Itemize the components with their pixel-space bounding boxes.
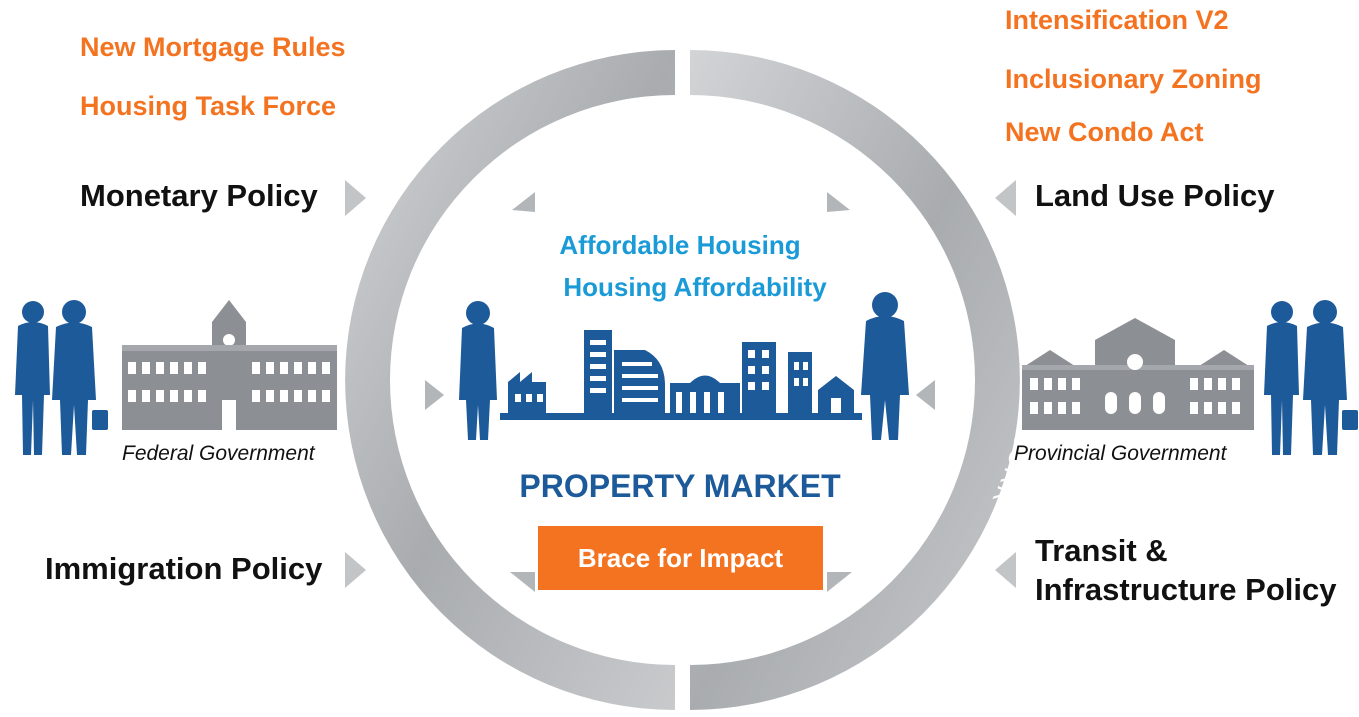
provincial-government-label: Provincial Government	[1014, 442, 1227, 465]
headline-affordable-housing: Affordable Housing	[559, 230, 801, 260]
inner-arrows	[425, 192, 935, 592]
people-icons	[15, 292, 1358, 455]
transit-policy-label: Transit &	[1035, 533, 1168, 568]
policy-arrows	[345, 180, 1016, 588]
infrastructure-policy-label: Infrastructure Policy	[1035, 572, 1337, 607]
initiative-new-condo-act: New Condo Act	[1005, 117, 1204, 147]
federal-government-label: Federal Government	[122, 442, 315, 465]
initiative-inclusionary-zoning: Inclusionary Zoning	[1005, 64, 1262, 94]
monetary-policy-label: Monetary Policy	[80, 178, 318, 213]
property-market-title: PROPERTY MARKET	[519, 468, 841, 504]
immigration-policy-label: Immigration Policy	[45, 551, 323, 586]
headline-housing-affordability: Housing Affordability	[563, 272, 827, 302]
policy-ring	[345, 40, 1020, 717]
initiative-intensification-v2: Intensification V2	[1005, 5, 1229, 35]
initiative-new-mortgage-rules: New Mortgage Rules	[80, 32, 346, 62]
initiative-housing-task-force: Housing Task Force	[80, 91, 337, 121]
brace-for-impact-button[interactable]: Brace for Impact	[538, 526, 823, 590]
land-use-policy-label: Land Use Policy	[1035, 178, 1275, 213]
